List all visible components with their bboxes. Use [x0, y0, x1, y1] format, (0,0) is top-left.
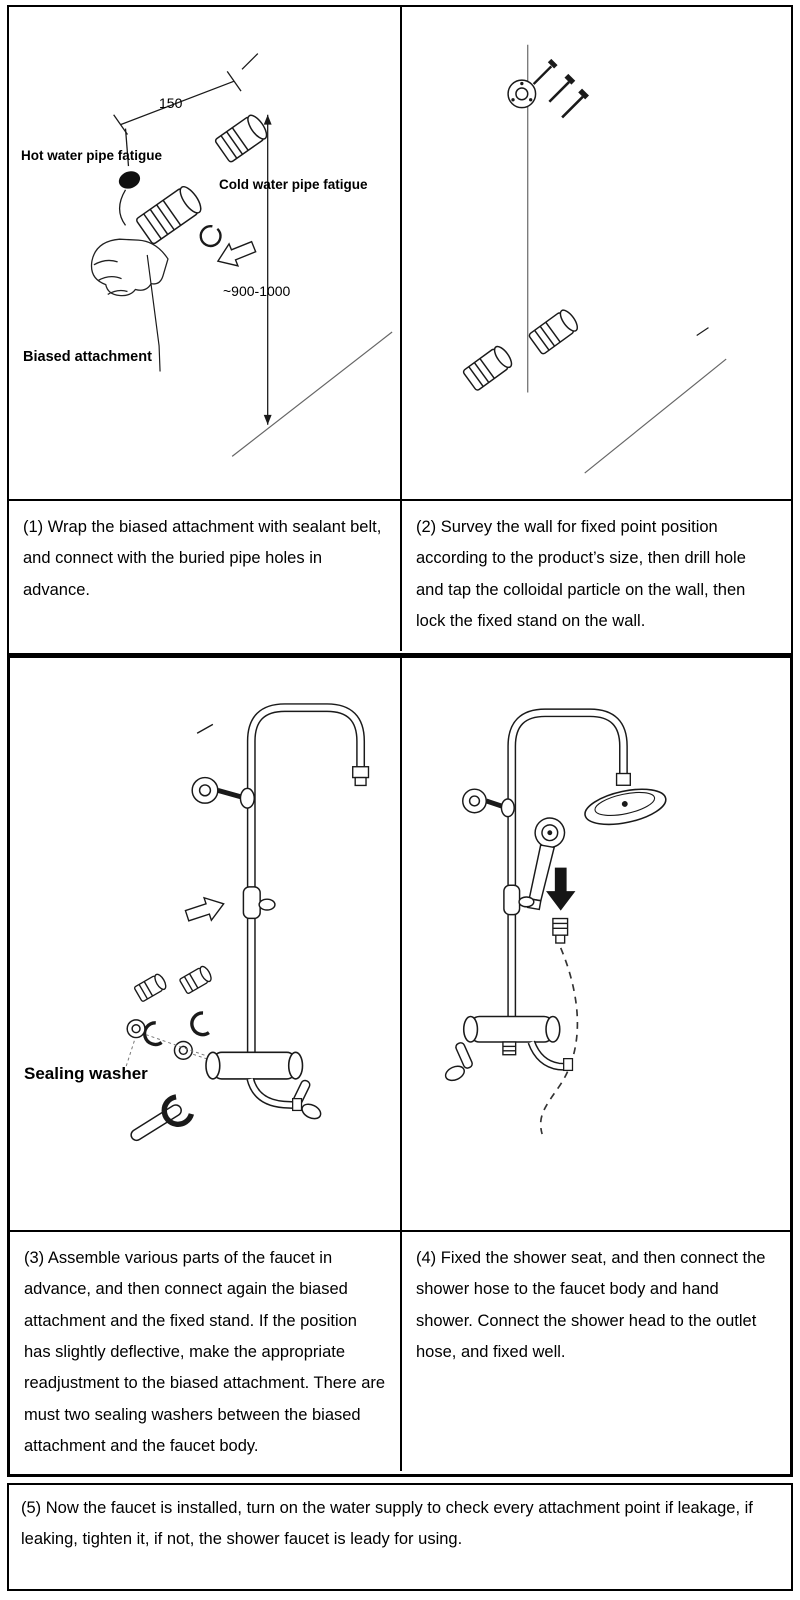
- biased-attachment-left: [462, 345, 513, 391]
- half-clip-right: [190, 1011, 210, 1037]
- height-dim-label: ~900-1000: [223, 283, 291, 299]
- snap-ring-drawing: [199, 225, 222, 248]
- insert-arrow: [546, 867, 576, 911]
- slider-bracket-drawing: [503, 884, 535, 916]
- spout-drawing: [246, 1077, 303, 1112]
- faucet-body-drawing: [205, 1051, 304, 1080]
- caption-row-top: (1) Wrap the biased attachment with seal…: [9, 499, 791, 651]
- wall-flange-drawing: [462, 788, 515, 818]
- tick-mark: [696, 327, 709, 337]
- label-leader-line: [146, 254, 161, 372]
- panel3-drawing: [125, 703, 370, 1142]
- step5-text: (5) Now the faucet is installed, turn on…: [21, 1499, 753, 1549]
- floor-edge-line: [231, 331, 393, 457]
- floor-edge-line: [584, 358, 727, 474]
- biased-attachment-drawing: [136, 185, 202, 245]
- caption-row-middle: (3) Assemble various parts of the faucet…: [10, 1230, 790, 1471]
- sealing-washer-label: Sealing washer: [24, 1064, 148, 1083]
- section-steps-1-2: 150 Hot water pipe fatigue Cold water pi…: [7, 5, 793, 655]
- panel4-drawing: [444, 708, 667, 1135]
- hot-water-label: Hot water pipe fatigue: [21, 148, 163, 163]
- step1-caption: (1) Wrap the biased attachment with seal…: [23, 518, 382, 599]
- step4-caption: (4) Fixed the shower seat, and then conn…: [400, 1232, 790, 1471]
- spout-drawing: [527, 1040, 574, 1072]
- step2-caption: (2) Survey the wall for fixed point posi…: [400, 501, 791, 651]
- cap-nut-right: [179, 965, 212, 994]
- sealing-washer-drawing: [126, 1019, 193, 1060]
- width-dimension-line: [113, 53, 259, 167]
- panel2-drawing: [462, 44, 727, 474]
- shower-hose-dashed: [539, 947, 579, 1135]
- panel4-illustration: [400, 658, 790, 1230]
- panel1-drawing: [90, 53, 393, 457]
- direction-arrow: [216, 240, 257, 267]
- section-steps-3-4: Sealing washer: [7, 655, 793, 1477]
- biased-attachment-right: [528, 309, 579, 355]
- wrench-drawing: [130, 1094, 195, 1142]
- hot-water-pipe-hole: [118, 171, 141, 189]
- pipe-curve: [118, 189, 127, 226]
- hand-drawing: [90, 238, 169, 297]
- footer-note: (5) Now the faucet is installed, turn on…: [7, 1483, 793, 1591]
- outlet-connector-drawing: [502, 1041, 517, 1056]
- faucet-body-drawing: [462, 1015, 561, 1043]
- illustration-row-top: 150 Hot water pipe fatigue Cold water pi…: [9, 7, 791, 499]
- riser-pipe-drawing: [507, 708, 628, 1018]
- panel3-illustration: Sealing washer: [10, 658, 400, 1230]
- faucet-handle-drawing: [444, 1042, 473, 1082]
- cold-water-label: Cold water pipe fatigue: [219, 177, 368, 192]
- biased-attachment-label: Biased attachment: [23, 349, 152, 365]
- step3-caption: (3) Assemble various parts of the faucet…: [24, 1249, 386, 1456]
- half-clip-left: [142, 1021, 163, 1047]
- fixed-stand-drawing: [507, 79, 537, 109]
- wall-flange-drawing: [191, 776, 255, 809]
- panel1-illustration: 150 Hot water pipe fatigue Cold water pi…: [9, 7, 400, 499]
- cold-fitting-drawing: [214, 114, 268, 163]
- cap-nut-left: [134, 973, 167, 1002]
- screw-tick: [196, 723, 214, 734]
- riser-pipe-drawing: [246, 703, 370, 1054]
- slider-bracket-drawing: [242, 886, 276, 920]
- hose-connector-drawing: [552, 917, 569, 944]
- illustration-row-middle: Sealing washer: [10, 658, 790, 1230]
- dim-150-label: 150: [159, 95, 183, 111]
- panel2-illustration: [400, 7, 791, 499]
- assembly-arrow: [184, 896, 225, 922]
- screws-drawing: [532, 58, 589, 119]
- height-dimension-line: [263, 114, 272, 425]
- shower-head-drawing: [584, 772, 667, 826]
